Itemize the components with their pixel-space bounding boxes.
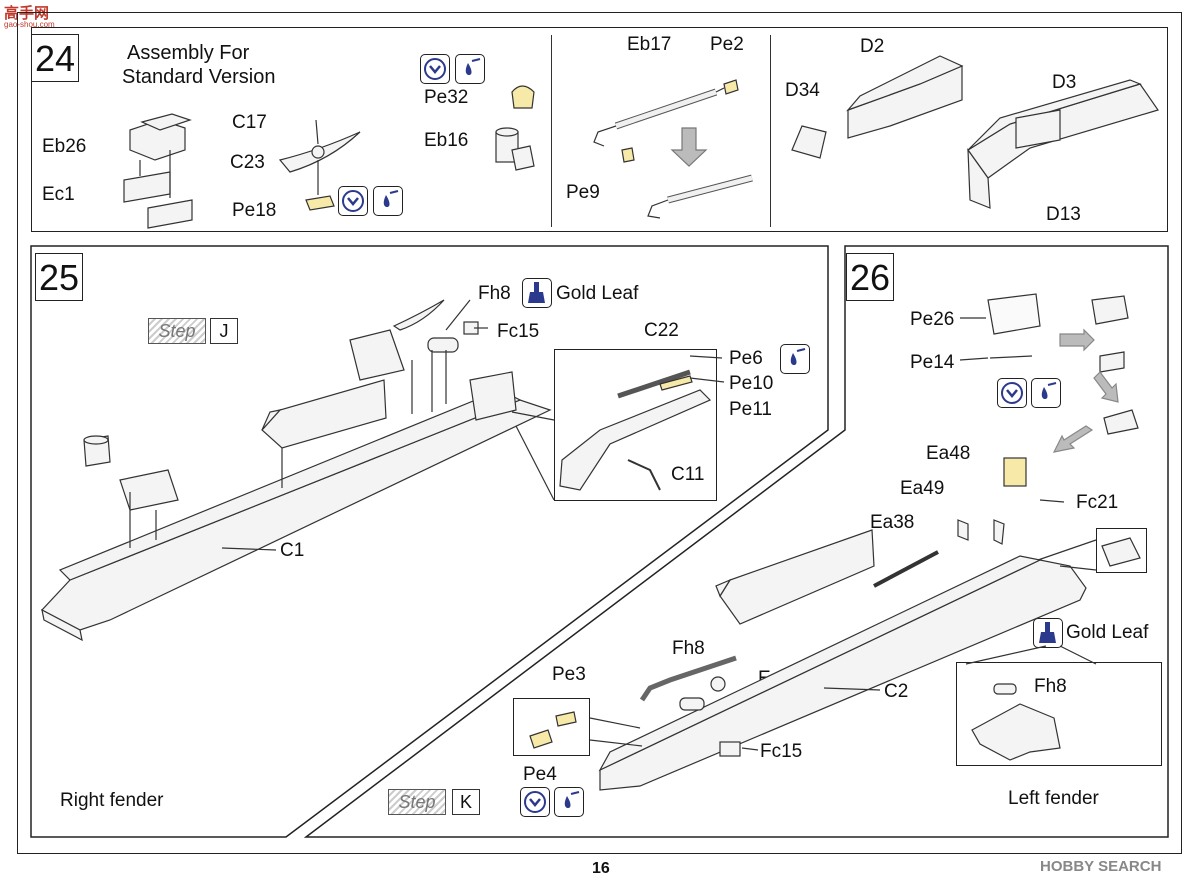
label-pe11: Pe11	[729, 399, 772, 420]
label-fh8: Fh8	[478, 283, 511, 304]
label-c11: C11	[671, 464, 705, 485]
step26-small-detail-box	[1096, 528, 1147, 573]
label-pe32: Pe32	[424, 87, 469, 108]
label-ea49: Ea49	[900, 478, 945, 499]
label-fc15: Fc15	[497, 321, 540, 342]
label-eb16: Eb16	[424, 130, 469, 151]
paint-drop-icon	[455, 54, 485, 84]
paint-drop-icon	[554, 787, 584, 817]
label-ec1: Ec1	[42, 184, 75, 205]
paint-drop-icon	[780, 344, 810, 374]
step24-title-line2: Standard Version	[122, 66, 276, 88]
label-c17: C17	[232, 112, 267, 133]
step25-step-letter: J	[210, 318, 238, 344]
label-pe14: Pe14	[910, 352, 955, 373]
watermark-url: gao-shou.com	[4, 20, 55, 29]
label-eb17: Eb17	[627, 34, 672, 55]
label-pe26: Pe26	[910, 309, 955, 330]
step26-pe-detail-box	[513, 698, 590, 756]
brush-icon	[522, 278, 552, 308]
step25-step-tag: Step	[148, 318, 206, 344]
label-pe18: Pe18	[232, 200, 277, 221]
label-ea76: Ea76	[758, 668, 803, 689]
arrow-down-circle-icon	[520, 787, 550, 817]
step26-step-letter: K	[452, 789, 480, 815]
step24-number: 24	[31, 34, 79, 82]
label-fh8-26: Fh8	[672, 638, 705, 659]
step24-panel	[31, 27, 1168, 232]
label-d2: D2	[860, 36, 885, 57]
label-pe3: Pe3	[552, 664, 586, 685]
step24-title-line1: Assembly For	[127, 42, 250, 64]
label-fh8-detail: Fh8	[1034, 676, 1067, 697]
step24-divider-2	[770, 35, 771, 227]
arrow-down-circle-icon	[997, 378, 1027, 408]
label-pe4: Pe4	[523, 764, 557, 785]
step25-caption: Right fender	[60, 790, 164, 811]
label-c23: C23	[230, 152, 265, 173]
watermark-brand: 高手网	[4, 5, 50, 22]
label-pe9: Pe9	[566, 182, 600, 203]
step24-divider-1	[551, 35, 552, 227]
paint-drop-icon	[373, 186, 403, 216]
label-c2: C2	[884, 681, 909, 702]
label-ea38: Ea38	[870, 512, 915, 533]
label-pe10: Pe10	[729, 373, 774, 394]
label-c22: C22	[644, 320, 679, 341]
label-gold-leaf-26: Gold Leaf	[1066, 622, 1149, 643]
step25-number: 25	[35, 253, 83, 301]
step26-number: 26	[846, 253, 894, 301]
label-gold-leaf: Gold Leaf	[556, 283, 639, 304]
label-d13: D13	[1046, 204, 1081, 225]
label-eb26: Eb26	[42, 136, 87, 157]
arrow-down-circle-icon	[420, 54, 450, 84]
label-c1: C1	[280, 540, 305, 561]
label-d34: D34	[785, 80, 820, 101]
label-d3: D3	[1052, 72, 1077, 93]
label-pe6: Pe6	[729, 348, 763, 369]
paint-drop-icon	[1031, 378, 1061, 408]
label-fc21: Fc21	[1076, 492, 1119, 513]
page-number: 16	[592, 860, 610, 877]
step26-caption: Left fender	[1008, 788, 1099, 809]
step26-step-tag: Step	[388, 789, 446, 815]
label-pe2: Pe2	[710, 34, 744, 55]
brush-icon	[1033, 618, 1063, 648]
watermark-hobbysearch: HOBBY SEARCH	[1040, 858, 1162, 875]
label-fc15-26: Fc15	[760, 741, 803, 762]
arrow-down-circle-icon	[338, 186, 368, 216]
page-frame	[17, 12, 1182, 854]
label-ea48: Ea48	[926, 443, 971, 464]
